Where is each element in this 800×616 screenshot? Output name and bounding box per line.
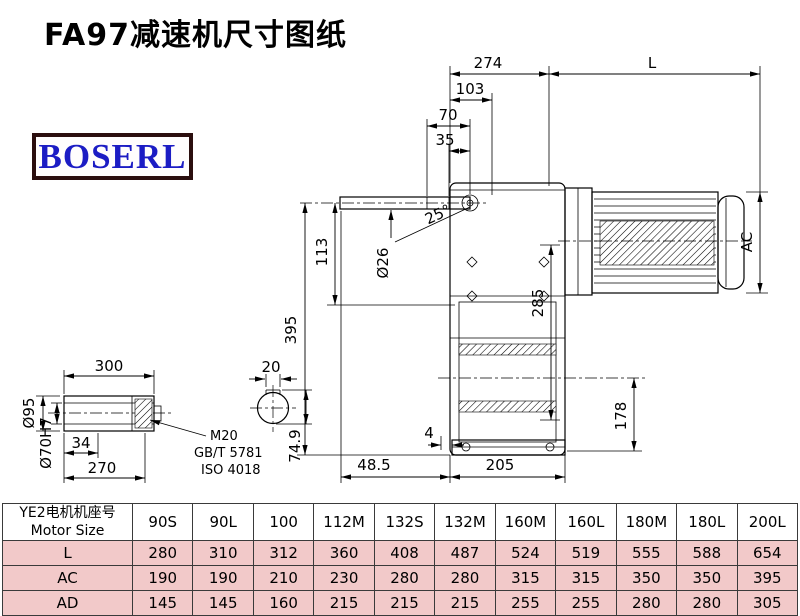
dim-L: L — [648, 54, 657, 72]
spec-value: 408 — [373, 540, 436, 567]
keyway-detail-view: 20 74.9 — [249, 358, 312, 463]
main-dimension-lines — [297, 66, 768, 483]
shaft-detail-view: 300 Ø95 Ø70H7 34 270 M20 GB/T 5781 ISO 4… — [20, 357, 263, 483]
col-header-90l: 90L — [192, 502, 254, 542]
dim-178: 178 — [612, 402, 630, 431]
spec-value: 215 — [434, 590, 496, 616]
main-dimension-labels: 274 L 103 70 35 25° Ø26 113 395 285 AC 1… — [282, 54, 756, 474]
spec-value: 255 — [494, 590, 557, 616]
dim-395: 395 — [282, 316, 300, 345]
dim-74-9: 74.9 — [286, 429, 304, 462]
dim-103: 103 — [456, 80, 485, 98]
spec-value: 360 — [313, 540, 375, 567]
spec-value: 280 — [434, 565, 496, 592]
spec-value: 524 — [494, 540, 557, 567]
col-header-200l: 200L — [736, 502, 799, 542]
dim-300: 300 — [95, 357, 124, 375]
dim-205: 205 — [486, 456, 515, 474]
col-header-132m: 132M — [434, 502, 496, 542]
dim-dia-26: Ø26 — [374, 248, 392, 279]
note-m20: M20 — [210, 429, 238, 444]
spec-value: 312 — [252, 540, 315, 567]
spec-value: 255 — [555, 590, 617, 616]
spec-value: 315 — [494, 565, 557, 592]
boserl-logo: BOSERL — [32, 133, 193, 180]
col-header-100: 100 — [252, 502, 315, 542]
note-iso-4018: ISO 4018 — [201, 463, 261, 478]
col-header-112m: 112M — [313, 502, 375, 542]
col-header-160m: 160M — [494, 502, 557, 542]
spec-value: 487 — [434, 540, 496, 567]
col-header-180m: 180M — [615, 502, 678, 542]
table-row-AD: AD 145 145 160 215 215 215 255 255 280 2… — [2, 590, 799, 616]
spec-value: 215 — [313, 590, 375, 616]
motor-size-header-cn: YE2电机机座号 — [19, 505, 116, 521]
spec-value: 280 — [676, 590, 738, 616]
dim-dia-70H7: Ø70H7 — [37, 417, 55, 469]
col-header-160l: 160L — [555, 502, 617, 542]
row-label-AC: AC — [2, 565, 133, 592]
col-header-180l: 180L — [676, 502, 738, 542]
spec-value: 395 — [736, 565, 799, 592]
spec-value: 215 — [373, 590, 436, 616]
motor-size-header: YE2电机机座号 Motor Size — [2, 502, 133, 542]
note-gbt-5781: GB/T 5781 — [194, 446, 263, 461]
col-header-90s: 90S — [131, 502, 194, 542]
spec-value: 190 — [131, 565, 194, 592]
page-title: FA97减速机尺寸图纸 — [44, 18, 348, 53]
dim-48-5: 48.5 — [357, 456, 390, 474]
spec-value: 350 — [676, 565, 738, 592]
table-row-L: L 280 310 312 360 408 487 524 519 555 58… — [2, 540, 799, 567]
dim-285: 285 — [529, 289, 547, 318]
dim-70: 70 — [438, 106, 457, 124]
spec-value: 555 — [615, 540, 678, 567]
spec-value: 310 — [192, 540, 254, 567]
dim-20: 20 — [261, 358, 280, 376]
spec-value: 280 — [131, 540, 194, 567]
boserl-logo-text: BOSERL — [38, 137, 187, 176]
spec-value: 280 — [373, 565, 436, 592]
dim-AC: AC — [738, 232, 756, 252]
motor-size-spec-table: YE2电机机座号 Motor Size 90S 90L 100 112M 132… — [2, 502, 799, 616]
spec-value: 519 — [555, 540, 617, 567]
spec-value: 305 — [736, 590, 799, 616]
table-row-AC: AC 190 190 210 230 280 280 315 315 350 3… — [2, 565, 799, 592]
spec-value: 210 — [252, 565, 315, 592]
dim-113: 113 — [313, 238, 331, 267]
spec-value: 190 — [192, 565, 254, 592]
reducer-housing-view — [300, 182, 648, 456]
table-header-row: YE2电机机座号 Motor Size 90S 90L 100 112M 132… — [2, 502, 799, 542]
spec-value: 315 — [555, 565, 617, 592]
col-header-132s: 132S — [373, 502, 436, 542]
row-label-AD: AD — [2, 590, 133, 616]
spec-value: 160 — [252, 590, 315, 616]
dim-35: 35 — [435, 131, 454, 149]
spec-value: 145 — [192, 590, 254, 616]
dim-34: 34 — [71, 434, 90, 452]
spec-value: 145 — [131, 590, 194, 616]
dim-4: 4 — [424, 424, 434, 442]
spec-value: 654 — [736, 540, 799, 567]
technical-drawing: 274 L 103 70 35 25° Ø26 113 395 285 AC 1… — [20, 54, 768, 483]
spec-value: 350 — [615, 565, 678, 592]
dim-dia-95: Ø95 — [20, 398, 38, 429]
spec-value: 230 — [313, 565, 375, 592]
dim-274: 274 — [474, 54, 503, 72]
dim-270: 270 — [88, 459, 117, 477]
row-label-L: L — [2, 540, 133, 567]
motor-outline — [558, 187, 752, 296]
spec-value: 588 — [676, 540, 738, 567]
motor-size-header-en: Motor Size — [30, 523, 105, 540]
spec-value: 280 — [615, 590, 678, 616]
